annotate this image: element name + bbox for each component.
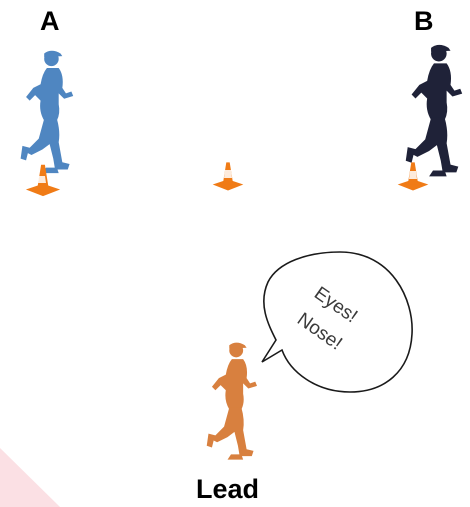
cone-icon-right	[398, 162, 429, 190]
lead-label: Lead	[196, 476, 259, 503]
cone-icon-middle	[213, 162, 244, 190]
speech-bubble: Eyes! Nose!	[262, 252, 412, 392]
corner-decoration	[0, 448, 60, 507]
runner-b-icon	[406, 45, 462, 176]
runner-lead-icon	[207, 343, 257, 460]
player-b-label: B	[414, 8, 434, 35]
runner-a-icon	[21, 51, 74, 173]
player-a-label: A	[40, 8, 60, 35]
